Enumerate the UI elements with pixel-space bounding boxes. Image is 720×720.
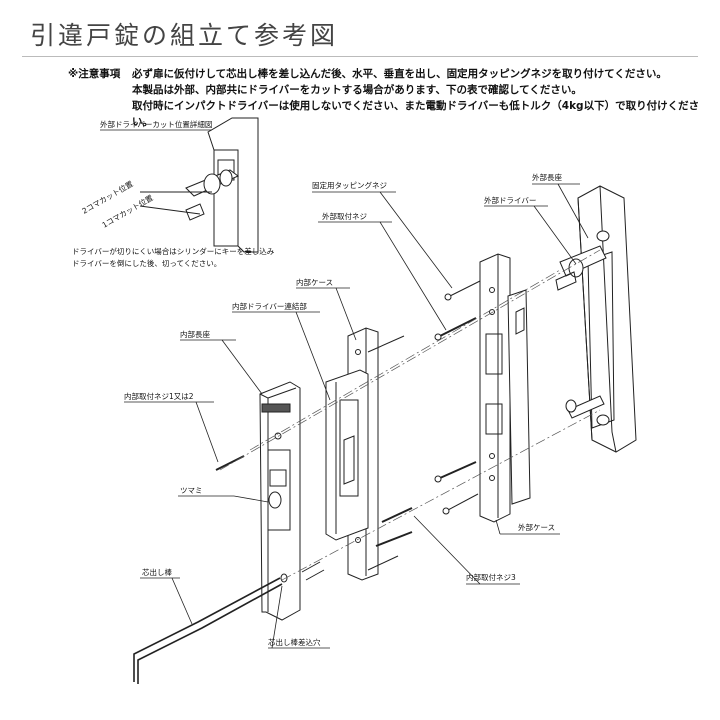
caution-notes: ※注意事項必ず扉に仮付けして芯出し棒を差し込んだ後、水平、垂直を出し、固定用タッ… bbox=[68, 66, 708, 130]
rod-hole-label: 芯出し棒差込穴 bbox=[268, 637, 321, 647]
page-title: 引違戸錠の組立て参考図 bbox=[30, 21, 339, 50]
outer-base-label: 外部長座 bbox=[532, 172, 562, 182]
fixing-tapping-screws bbox=[442, 279, 483, 515]
caution-line-2: 本製品は外部、内部共にドライバーをカットする場合があります、下の表で確認してくだ… bbox=[132, 84, 582, 96]
inner-base-label: 内部長座 bbox=[180, 329, 210, 339]
cut-hint-line-2: ドライバーを倒にした後、切ってください。 bbox=[72, 258, 221, 268]
outer-mounting-screws bbox=[434, 317, 477, 483]
page-header: 引違戸錠の組立て参考図 bbox=[0, 0, 720, 62]
centering-rod-label: 芯出し棒 bbox=[142, 567, 172, 577]
knob-label: ツマミ bbox=[180, 486, 203, 495]
inner-mounting-screws bbox=[367, 335, 413, 571]
inner-case-drawing bbox=[325, 327, 379, 581]
outer-case-label: 外部ケース bbox=[518, 522, 555, 532]
inner-case-label: 内部ケース bbox=[296, 277, 333, 287]
caution-line-1: ※注意事項必ず扉に仮付けして芯出し棒を差し込んだ後、水平、垂直を出し、固定用タッ… bbox=[68, 66, 708, 82]
caution-line-3: 取付時にインパクトドライバーは使用しないでください、また電動ドライバーも低トルク… bbox=[132, 100, 700, 128]
assembly-diagram: 外部ドライバーカット位置詳細図 2コマカット位置 1コマカット位置 ドライバーが… bbox=[72, 117, 637, 684]
alignment-guide-lines bbox=[219, 249, 601, 581]
inner-driver-joint-label: 内部ドライバー連結部 bbox=[232, 301, 307, 311]
cut-hint-line-1: ドライバーが切りにくい場合はシリンダーにキーを差し込み bbox=[72, 246, 275, 256]
inner-screw-1-or-2 bbox=[215, 455, 245, 471]
driver-cut-detail-drawing bbox=[139, 117, 259, 253]
caution-label: ※注意事項 bbox=[68, 68, 121, 80]
caution-text-1: 必ず扉に仮付けして芯出し棒を差し込んだ後、水平、垂直を出し、固定用タッピングネジ… bbox=[132, 68, 667, 80]
outer-case-drawing bbox=[479, 253, 531, 523]
header-divider bbox=[22, 56, 698, 57]
fixing-screw-label: 固定用タッピングネジ bbox=[312, 180, 387, 190]
outer-screw-label: 外部取付ネジ bbox=[322, 211, 367, 221]
inner-screw-3-label: 内部取付ネジ3 bbox=[466, 572, 516, 582]
centering-rod-drawing bbox=[133, 577, 283, 684]
inner-screw-1-2-label: 内部取付ネジ1又は2 bbox=[124, 391, 194, 401]
callout-leaders bbox=[100, 129, 589, 649]
inner-base-drawing bbox=[259, 381, 325, 621]
detail-title-label: 外部ドライバーカット位置詳細図 bbox=[100, 119, 212, 129]
outer-driver-label: 外部ドライバー bbox=[484, 195, 536, 205]
